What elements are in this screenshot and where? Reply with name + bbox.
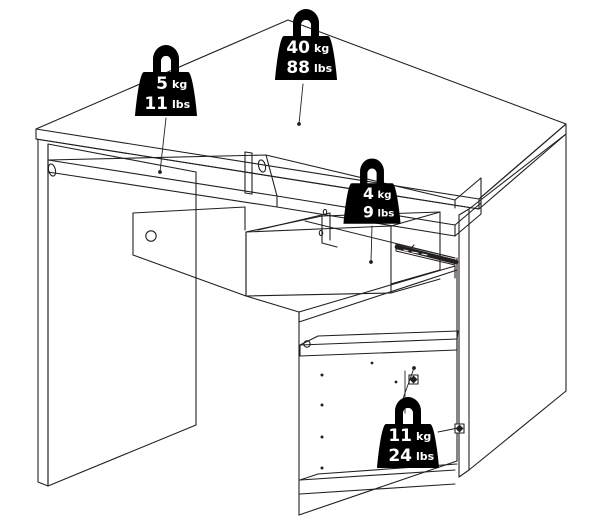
- weight-lbs-value: 88: [286, 58, 310, 78]
- weight-kg-unit: kg: [416, 430, 431, 443]
- left-leg-panel: [37, 139, 197, 487]
- weight-body-icon: [377, 424, 439, 468]
- shelf-peg-holes: [320, 361, 398, 470]
- weight-lbs-value: 9: [363, 202, 374, 221]
- right-cabinet-panel: [298, 257, 458, 516]
- cabinet-right-side-panel: [458, 133, 567, 478]
- drawer-apron-panel: [132, 206, 247, 297]
- weight-lbs-unit: lbs: [416, 450, 435, 463]
- weight-body-icon: [135, 72, 197, 116]
- weight-badge-upper-shelf: 5 kg 11 lbs: [135, 45, 197, 116]
- drawer-support-rail: [245, 265, 456, 323]
- weight-handle-icon: [153, 45, 179, 74]
- weight-kg-unit: kg: [172, 78, 187, 91]
- cam-lock-hardware: [47, 159, 267, 177]
- slide-rail-tab: [409, 244, 415, 250]
- weight-lbs-value: 11: [144, 94, 168, 114]
- weight-badge-desktop: 40 kg 88 lbs: [275, 9, 337, 80]
- weight-handle-icon: [395, 397, 421, 426]
- weight-body-icon: [275, 36, 337, 80]
- weight-kg-value: 40: [286, 38, 310, 58]
- weight-body-icon: [343, 183, 401, 224]
- weight-lbs-unit: lbs: [378, 208, 395, 219]
- weight-lbs-unit: lbs: [314, 62, 333, 75]
- weight-kg-unit: kg: [378, 190, 392, 201]
- cabinet-adjustable-shelf: [299, 330, 459, 357]
- weight-lbs-value: 24: [388, 446, 412, 466]
- weight-handle-icon: [293, 9, 319, 38]
- weight-kg-value: 11: [388, 426, 412, 446]
- weight-badge-drawer: 4 kg 9 lbs: [343, 158, 401, 224]
- leader-endpoints: [158, 122, 416, 370]
- drawer-fastener-marks: [318, 208, 328, 237]
- weight-badge-lower-shelf: 11 kg 24 lbs: [377, 397, 439, 468]
- weight-kg-unit: kg: [314, 42, 329, 55]
- weight-kg-value: 5: [156, 74, 168, 94]
- weight-lbs-unit: lbs: [172, 98, 191, 111]
- weight-kg-value: 4: [363, 184, 374, 203]
- slide-rail-highlights: [403, 249, 428, 256]
- drawer-slide-rail: [304, 220, 456, 266]
- weight-handle-icon: [360, 158, 384, 186]
- open-drawer: [245, 211, 441, 297]
- desk-line-art: [35, 19, 567, 516]
